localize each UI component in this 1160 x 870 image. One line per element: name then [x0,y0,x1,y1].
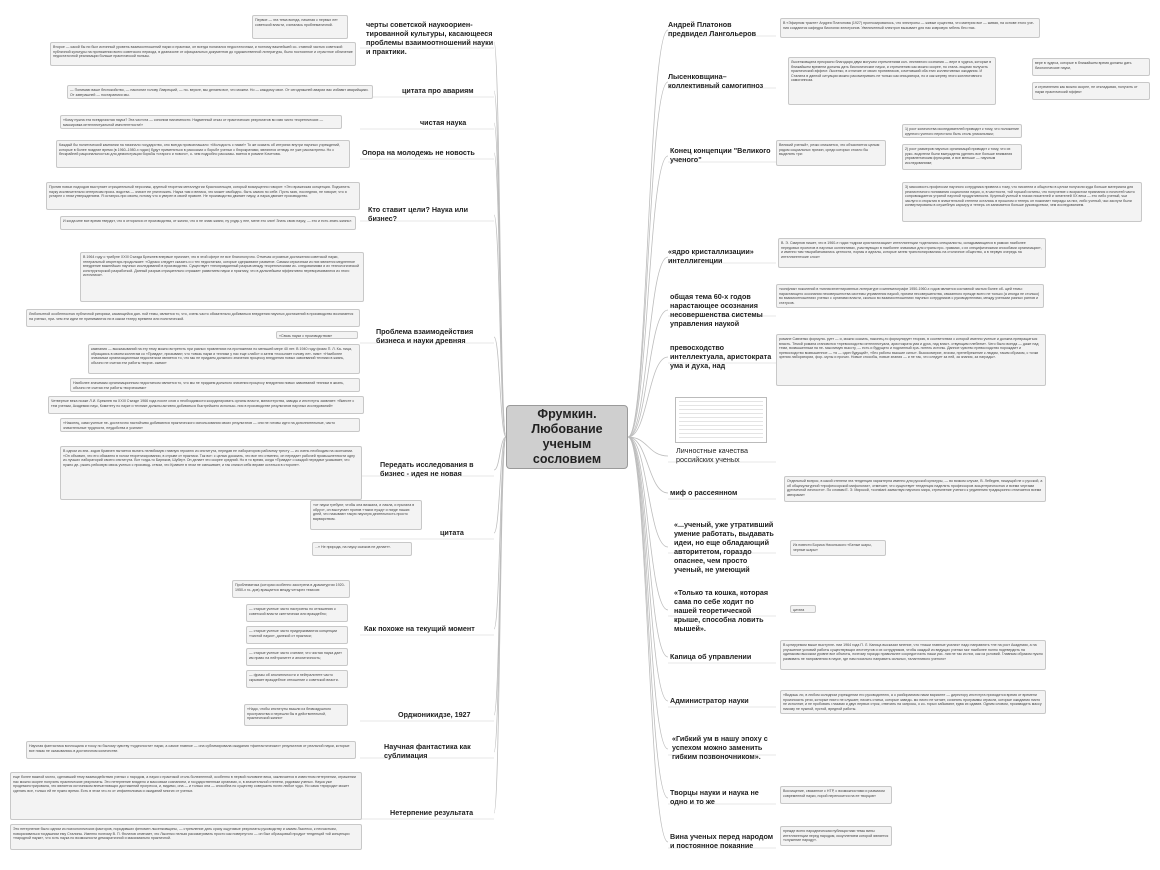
note[interactable]: Второе — какой бы ни был истинный уровен… [50,42,356,66]
connector [627,155,669,438]
topic-accidents-quote[interactable]: цитата про авариям [402,86,474,95]
note[interactable]: романе Савченко формули- рует — и, можно… [776,334,1046,386]
topic-dangerous-scientist-quote[interactable]: «...ученый, уже утративший умение работа… [674,520,774,574]
topic-kapitsa[interactable]: Капица об управлении наукой [670,652,752,662]
note[interactable]: цитата [790,605,816,613]
note[interactable]: «конфликт поколений в «мэнэсэнэтнтировнн… [776,284,1044,308]
connector [627,256,669,438]
note[interactable]: Отдельный вопрос, в какой степени эта те… [784,476,1046,502]
connector [627,436,669,799]
note[interactable]: В цитируемом выше выступле- нии 1964 год… [780,640,1046,670]
connector [627,436,669,702]
connector [627,309,669,438]
note[interactable]: В 1964 году о трибуне XXIII Съезда Брежн… [80,252,364,302]
note[interactable]: 2) рост размеров научных организаций при… [902,144,1022,170]
connector [493,436,507,534]
note[interactable]: — старые ученые часто придерживаются кон… [246,626,348,644]
topic-transfer-research[interactable]: Передать исследования в бизнес - идея не… [380,460,474,478]
topic-60s-management[interactable]: общая тема 60-х годов нарастающее осозна… [670,292,763,328]
note[interactable]: В. Э. Смирнов пишет, что в 1960-е годах … [778,238,1046,268]
note[interactable]: Против новых подходов выступает отрицате… [46,182,360,210]
connector [627,436,669,843]
topic-intellectual-superiority[interactable]: превосходство интеллектуала, аристократа… [670,343,772,371]
connector [627,436,669,750]
note[interactable]: Это нетерпение было одним из психологиче… [10,824,362,850]
note[interactable]: Первое — эта тема всегда, начиная с перв… [252,15,348,39]
note[interactable]: прежде всего народническая публицистики … [780,826,892,846]
connector [627,436,669,494]
topic-who-sets-goals[interactable]: Кто ставит цели? Наука или бизнес? [368,205,469,223]
note[interactable]: Лысенковщина прекрасно благодаря двум мо… [788,57,996,105]
topic-business-science-problem[interactable]: Проблема взаимодействия бизнеса и науки … [376,327,474,345]
topic-soviet-culture-features[interactable]: черты советской наукоориен- тированной к… [366,20,494,56]
connector [493,214,507,438]
note[interactable]: и стремлению как можно скорее, не отклад… [1032,82,1150,100]
connector [627,356,669,438]
note[interactable]: Проблематика (которая особенно заострена… [232,580,350,598]
topic-pure-science[interactable]: чистая наука [420,118,467,127]
note[interactable]: — фразы об аполитичности и нейтралитете … [246,670,348,688]
topic-guilt-before-people[interactable]: Вина ученых перед народом и постоянное п… [670,832,774,850]
note[interactable]: вере в чудеса, которые в ближайшем время… [1032,58,1150,76]
topic-crystallization-core[interactable]: «ядро кристаллизации» интеллигенции [668,247,754,265]
note[interactable]: Любопытной особенностью публичной ритори… [26,309,360,327]
topic-absent-minded-professor[interactable]: миф о рассеянном профессоре [670,488,738,498]
note[interactable]: — старые ученые часто считают, что чиста… [246,648,348,666]
connector [493,436,507,814]
note[interactable]: 1) рост количества исследователей привод… [902,124,1022,138]
topic-quote[interactable]: цитата [440,528,464,537]
topic-ordzhonikidze-1927[interactable]: Орджоникидзе, 1927 [398,710,471,719]
note[interactable]: И когда мне все время твердят, что я отг… [60,216,356,230]
note[interactable]: — старые ученые часто настроены по отнош… [246,604,348,622]
topic-like-current-moment[interactable]: Как похоже на текущий момент [364,624,475,633]
topic-science-fiction[interactable]: Научная фантастика как сублимация [384,742,471,760]
note[interactable]: — Понимаю ваше беспокойство, — наклонил … [67,85,373,99]
connector [627,81,669,438]
topic-impatience[interactable]: Нетерпение результата [390,808,474,817]
connector [627,436,669,457]
note[interactable]: еще более важной могло, сделавший тему в… [10,772,362,820]
traits-table-thumbnail [675,397,767,443]
note[interactable]: Каждый бы политический кампании на начин… [56,140,350,168]
connector [627,436,669,658]
note[interactable]: «Кому нужна эта псевдочистая наука? Эта … [60,115,342,129]
note[interactable]: Четвертые века позже Л.И. Брежнев на XXI… [48,396,364,414]
note[interactable]: Восхищение, связанное с НТР, с возможнос… [780,786,892,804]
note[interactable]: Наиболее значимым организационным недост… [70,378,360,392]
topic-cat-quote[interactable]: «Только та кошка, которая сама по себе х… [674,588,769,632]
note[interactable]: «Наконец, сами ученые не- достаточно нас… [60,418,360,432]
connector [493,336,507,438]
connector [493,152,507,438]
note[interactable]: Великий ученый», резко снижается, что об… [776,140,886,166]
note[interactable]: «от науки требуют, чтобы она визжала, и … [310,500,422,530]
connector [627,436,669,611]
note[interactable]: 3) массовость профессии научного сотрудн… [902,182,1142,222]
topic-great-scientist-end[interactable]: Конец концепции "Великого ученого" [670,146,771,164]
connector [627,436,669,548]
topic-creators-not-science[interactable]: Творцы науки и наука не одно и то же [670,788,759,806]
topic-personal-qualities[interactable]: Личностные качества российских ученых [676,446,748,464]
note[interactable]: кампания — высказываний на эту тему можн… [88,344,360,374]
note[interactable]: «Видишь ли, в любом солидном учреждении … [780,690,1046,714]
topic-youth-reliance[interactable]: Опора на молодежь не новость [362,148,475,157]
note[interactable]: «Надо, чтобы институты вышли из безвозду… [244,704,348,726]
note[interactable]: Из повести Бориса Никольского «Белые шар… [790,540,886,556]
note[interactable]: В «Эфирном тракте» Андрея Платонова (192… [780,18,1040,38]
connector [493,436,507,471]
central-topic[interactable]: Фрумкин. Любование ученым сословием [506,405,628,469]
topic-science-administrator[interactable]: Администратор науки [670,696,749,705]
note[interactable]: ...» Не природа, на науку скачков не дел… [312,542,412,556]
topic-platonov[interactable]: Андрей Платонов предвидел Лангольеров Ки… [668,20,757,40]
note[interactable]: «Связь науки с производством» [276,331,358,339]
topic-flexible-mind-quote[interactable]: «Гибкий ум в нашу эпоху с успехом можно … [672,734,768,761]
topic-lysenko[interactable]: Лысенковщина–коллективный самогипноз [668,72,764,90]
connector [627,29,669,438]
note[interactable]: Научная фантастика воплощала и тоску по … [26,741,356,759]
note[interactable]: В одном из эпи- зодов Кравчен пытается в… [60,446,362,500]
